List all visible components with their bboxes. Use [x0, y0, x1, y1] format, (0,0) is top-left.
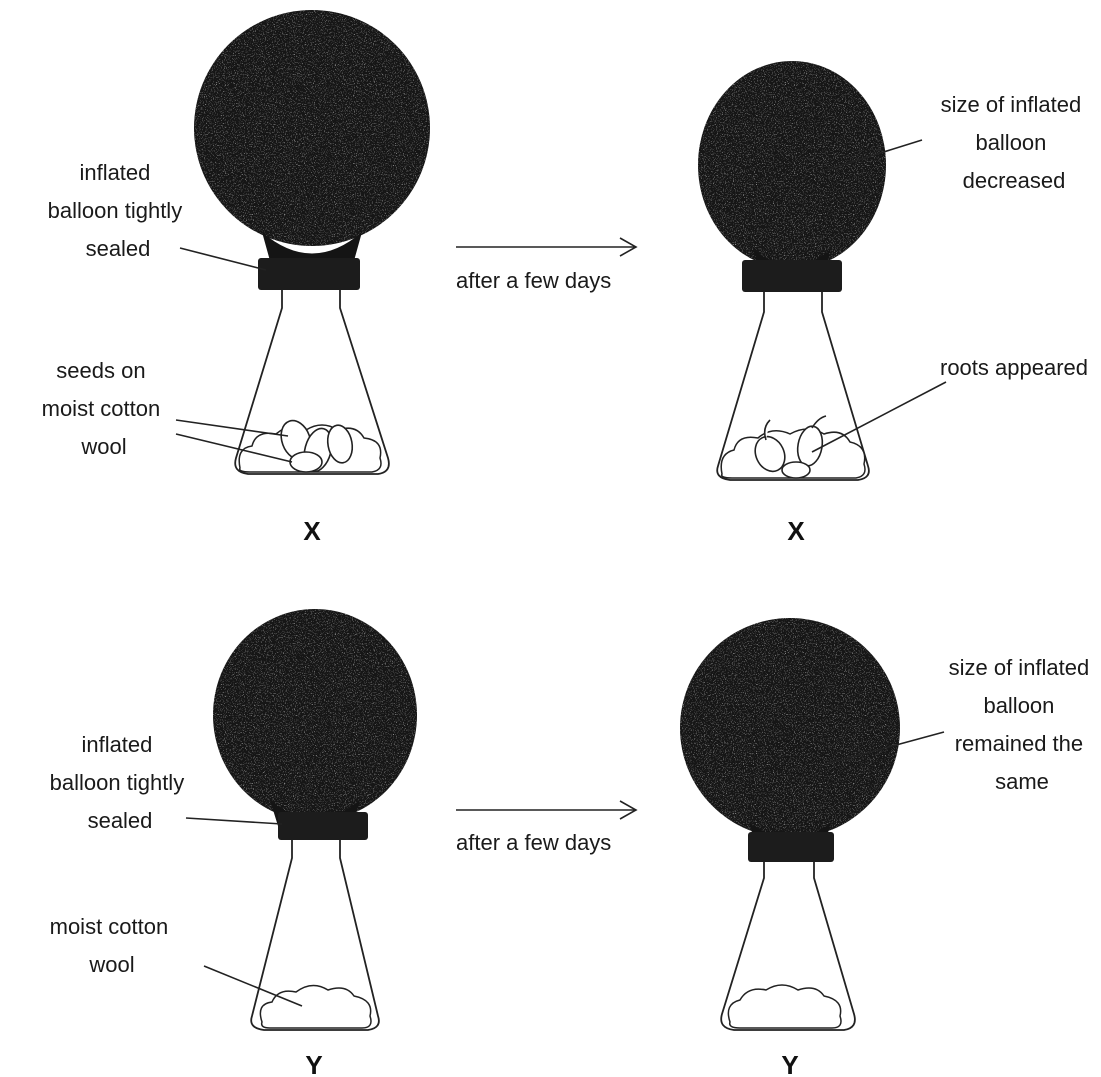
caption-x-before: X — [303, 516, 321, 546]
contents-label-x-before: seeds on moist cotton wool — [42, 358, 167, 459]
balloon-label-y-before: inflated balloon tightly sealed — [50, 732, 191, 833]
balloon-y-after — [680, 618, 900, 842]
arrow-label-y: after a few days — [456, 830, 611, 855]
stopper-y-after — [748, 832, 834, 862]
arrow-label-x: after a few days — [456, 268, 611, 293]
setup-y-after: size of inflated balloon remained the sa… — [680, 618, 1096, 1077]
stopper-x-before — [258, 258, 360, 290]
contents-leader-x-before-1 — [175, 419, 289, 437]
contents-leader-x-after — [811, 381, 947, 453]
cotton-wool-y-before — [259, 984, 372, 1029]
balloon-label-y-after: size of inflated balloon remained the sa… — [949, 655, 1096, 794]
seeds-x-before — [280, 419, 354, 473]
flask-x-after — [716, 292, 870, 481]
balloon-leader-x-after — [825, 139, 923, 171]
transition-arrow-x: after a few days — [456, 237, 638, 293]
caption-y-after: Y — [781, 1050, 798, 1077]
stopper-y-before — [278, 812, 368, 840]
germinated-seeds-x-after — [754, 415, 827, 479]
balloon-label-x-after: size of inflated balloon decreased — [941, 92, 1088, 193]
flask-y-after — [720, 862, 856, 1031]
transition-arrow-y: after a few days — [456, 800, 638, 855]
balloon-leader-y-before — [185, 817, 283, 825]
setup-y-before: inflated balloon tightly sealed moist co… — [50, 609, 417, 1077]
balloon-x-before — [194, 10, 430, 268]
contents-leader-x-before-2 — [175, 433, 293, 463]
stopper-x-after — [742, 260, 842, 292]
setup-x-before: inflated balloon tightly sealed seeds on… — [42, 10, 430, 546]
balloon-label-x-before: inflated balloon tightly sealed — [48, 160, 189, 261]
flask-y-before — [250, 840, 380, 1031]
caption-x-after: X — [787, 516, 805, 546]
balloon-leader-y-after — [825, 731, 945, 765]
cotton-wool-y-after — [727, 984, 842, 1029]
balloon-leader-x-before — [179, 247, 267, 271]
contents-label-x-after: roots appeared — [940, 355, 1088, 380]
flask-x-before — [234, 290, 390, 475]
contents-label-y-before: moist cotton wool — [50, 914, 175, 977]
balloon-x-after — [698, 61, 886, 269]
contents-leader-y-before — [203, 965, 303, 1007]
caption-y-before: Y — [305, 1050, 322, 1077]
balloon-y-before — [213, 609, 417, 826]
setup-x-after: size of inflated balloon decreased roots… — [698, 61, 1088, 546]
